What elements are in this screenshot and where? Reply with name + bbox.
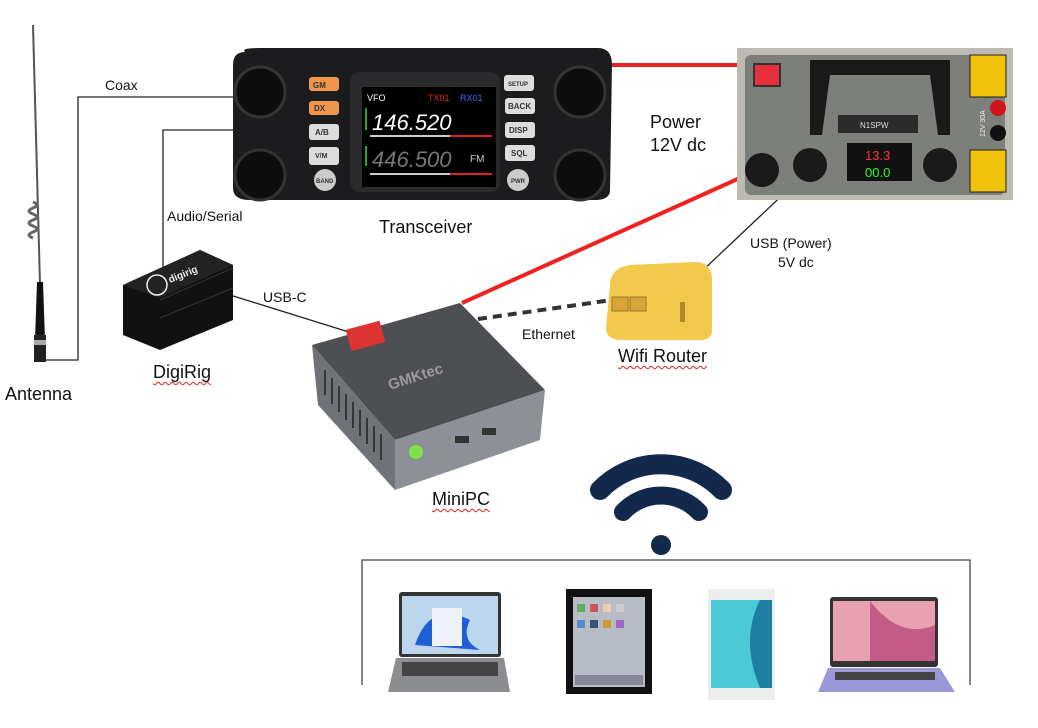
power-cable-minipc <box>461 166 763 305</box>
tx-indicator: TX01 <box>428 93 450 103</box>
audio-serial-cable <box>162 129 233 272</box>
usb-c-cable <box>229 294 353 334</box>
button-setup[interactable]: SETUP <box>508 82 528 88</box>
wifi-router-device <box>606 262 712 340</box>
wifi-router-label: Wifi Router <box>618 346 708 366</box>
ethernet-cable <box>477 298 613 321</box>
android-tablet-icon <box>708 589 775 700</box>
digirig-label: DigiRig <box>153 362 212 382</box>
frequency-b: 446.500 <box>372 147 452 172</box>
digirig-device <box>123 250 234 350</box>
power-box <box>737 48 1013 200</box>
voltage-readout: 13.3 <box>865 148 890 163</box>
coax-label: Coax <box>105 77 138 93</box>
antenna-icon <box>27 24 46 362</box>
vfo-label: VFO <box>367 93 386 103</box>
button-gm[interactable]: GM <box>313 81 326 90</box>
button-ab[interactable]: A/B <box>315 128 329 137</box>
audio-serial-label: Audio/Serial <box>167 208 243 224</box>
current-readout: 00.0 <box>865 165 890 180</box>
ipad-icon <box>566 589 652 694</box>
button-disp[interactable]: DISP <box>509 126 528 135</box>
usb-power-label: USB (Power) <box>750 235 832 251</box>
power-label: Power <box>650 112 702 132</box>
frequency-a: 146.520 <box>372 110 452 135</box>
button-band[interactable]: BAND <box>316 179 334 185</box>
usb-power-cable <box>699 185 793 274</box>
minipc-label: MiniPC <box>432 489 491 509</box>
windows-laptop-icon <box>388 592 510 692</box>
rating-label: 12V 30A <box>980 110 987 137</box>
callsign-plate: N1SPW <box>860 121 889 130</box>
power-icon <box>409 445 423 459</box>
button-dx[interactable]: DX <box>314 104 326 113</box>
coax-cable <box>42 96 233 361</box>
usb-c-label: USB-C <box>263 289 307 305</box>
client-bracket <box>361 559 971 685</box>
mode-b: FM <box>470 154 484 165</box>
power-voltage-label: 12V dc <box>650 135 707 155</box>
chromebook-icon <box>818 597 955 692</box>
ethernet-label: Ethernet <box>522 326 575 342</box>
antenna-label: Antenna <box>5 384 73 404</box>
button-power[interactable]: PWR <box>511 179 526 185</box>
button-back[interactable]: BACK <box>508 102 531 111</box>
transceiver-label: Transceiver <box>379 217 473 237</box>
rx-indicator: RX01 <box>460 93 483 103</box>
usb-voltage-label: 5V dc <box>778 254 814 270</box>
minipc-device <box>312 303 545 490</box>
button-sql[interactable]: SQL <box>511 149 528 158</box>
wifi-icon <box>590 454 732 555</box>
button-vm[interactable]: V/M <box>315 153 328 160</box>
transceiver-radio <box>233 48 612 202</box>
